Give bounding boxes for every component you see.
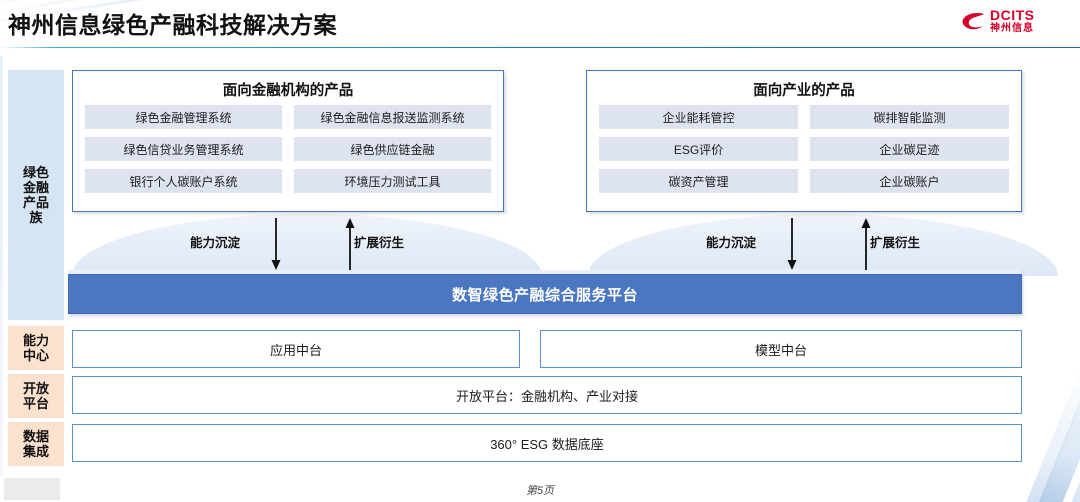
arrow-up-icon [345,218,355,270]
product-item[interactable]: 绿色供应链金融 [294,137,491,161]
product-item[interactable]: 碳排智能监测 [810,105,1009,129]
sidebar-item-green-finance-product-family[interactable]: 绿色金融产品族 [8,70,64,320]
panel-title-financial: 面向金融机构的产品 [222,83,354,99]
flow-label-capability-precipitation: 能力沉淀 [190,236,241,250]
page-number: 第5页 [525,485,555,497]
panel-industry-products: 面向产业的产品 企业能耗管控 碳排智能监测 ESG评价 企业碳足迹 碳资产管理 … [586,70,1022,212]
product-item[interactable]: 绿色金融管理系统 [85,105,282,129]
platform-bar[interactable]: 数智绿色产融综合服务平台 [68,274,1022,314]
header-divider [0,47,1080,48]
flow-label-expansion-derivation: 扩展衍生 [870,236,921,250]
platform-bar-cap [68,270,1020,274]
flow-group-left: 能力沉淀 扩展衍生 [72,216,542,272]
arrow-up-icon [861,218,871,270]
arrow-down-icon [787,218,797,270]
flow-group-right: 能力沉淀 扩展衍生 [588,216,1058,272]
product-grid-industry: 企业能耗管控 碳排智能监测 ESG评价 企业碳足迹 碳资产管理 企业碳账户 [599,105,1009,193]
left-edge-decoration [0,56,3,476]
product-item[interactable]: 碳资产管理 [599,169,798,193]
swoosh-icon [962,13,984,30]
logo-en-text: DCITS [990,7,1035,23]
row-model-middle-platform[interactable]: 模型中台 [540,330,1022,368]
product-item[interactable]: 企业碳账户 [810,169,1009,193]
sidebar-item-data-integration[interactable]: 数据集成 [8,422,64,466]
logo-cn-text: 神州信息 [990,23,1034,34]
page-title: 神州信息绿色产融科技解决方案 [8,12,337,38]
sidebar-item-open-platform[interactable]: 开放平台 [8,374,64,418]
row-open-platform[interactable]: 开放平台：金融机构、产业对接 [72,376,1022,414]
panel-title-industry: 面向产业的产品 [753,83,855,99]
logo-text: DCITS 神州信息 [990,8,1035,35]
flow-label-expansion-derivation: 扩展衍生 [354,236,405,250]
product-item[interactable]: 银行个人碳账户系统 [85,169,282,193]
product-item[interactable]: ESG评价 [599,137,798,161]
product-item[interactable]: 企业碳足迹 [810,137,1009,161]
sidebar-label-open-platform: 开放平台 [22,381,49,411]
panel-financial-institution-products: 面向金融机构的产品 绿色金融管理系统 绿色金融信息报送监测系统 绿色信贷业务管理… [72,70,504,212]
sidebar-label-data-integration: 数据集成 [22,429,49,459]
sidebar-item-capability-center[interactable]: 能力中心 [8,326,64,370]
product-item[interactable]: 绿色金融信息报送监测系统 [294,105,491,129]
slide-header: 神州信息绿色产融科技解决方案 DCITS 神州信息 [0,0,1080,48]
sidebar-label-green-finance-product-family: 绿色金融产品族 [22,165,49,225]
sidebar-label-capability-center: 能力中心 [22,333,49,363]
company-logo: DCITS 神州信息 [960,8,1070,40]
bottom-left-placeholder-box [4,478,60,500]
product-item[interactable]: 环境压力测试工具 [294,169,491,193]
flow-label-capability-precipitation: 能力沉淀 [706,236,757,250]
product-item[interactable]: 企业能耗管控 [599,105,798,129]
row-application-middle-platform[interactable]: 应用中台 [72,330,520,368]
product-item[interactable]: 绿色信贷业务管理系统 [85,137,282,161]
product-grid-financial: 绿色金融管理系统 绿色金融信息报送监测系统 绿色信贷业务管理系统 绿色供应链金融… [85,105,491,193]
arrow-down-icon [271,218,281,270]
row-data-foundation[interactable]: 360° ESG 数据底座 [72,424,1022,462]
